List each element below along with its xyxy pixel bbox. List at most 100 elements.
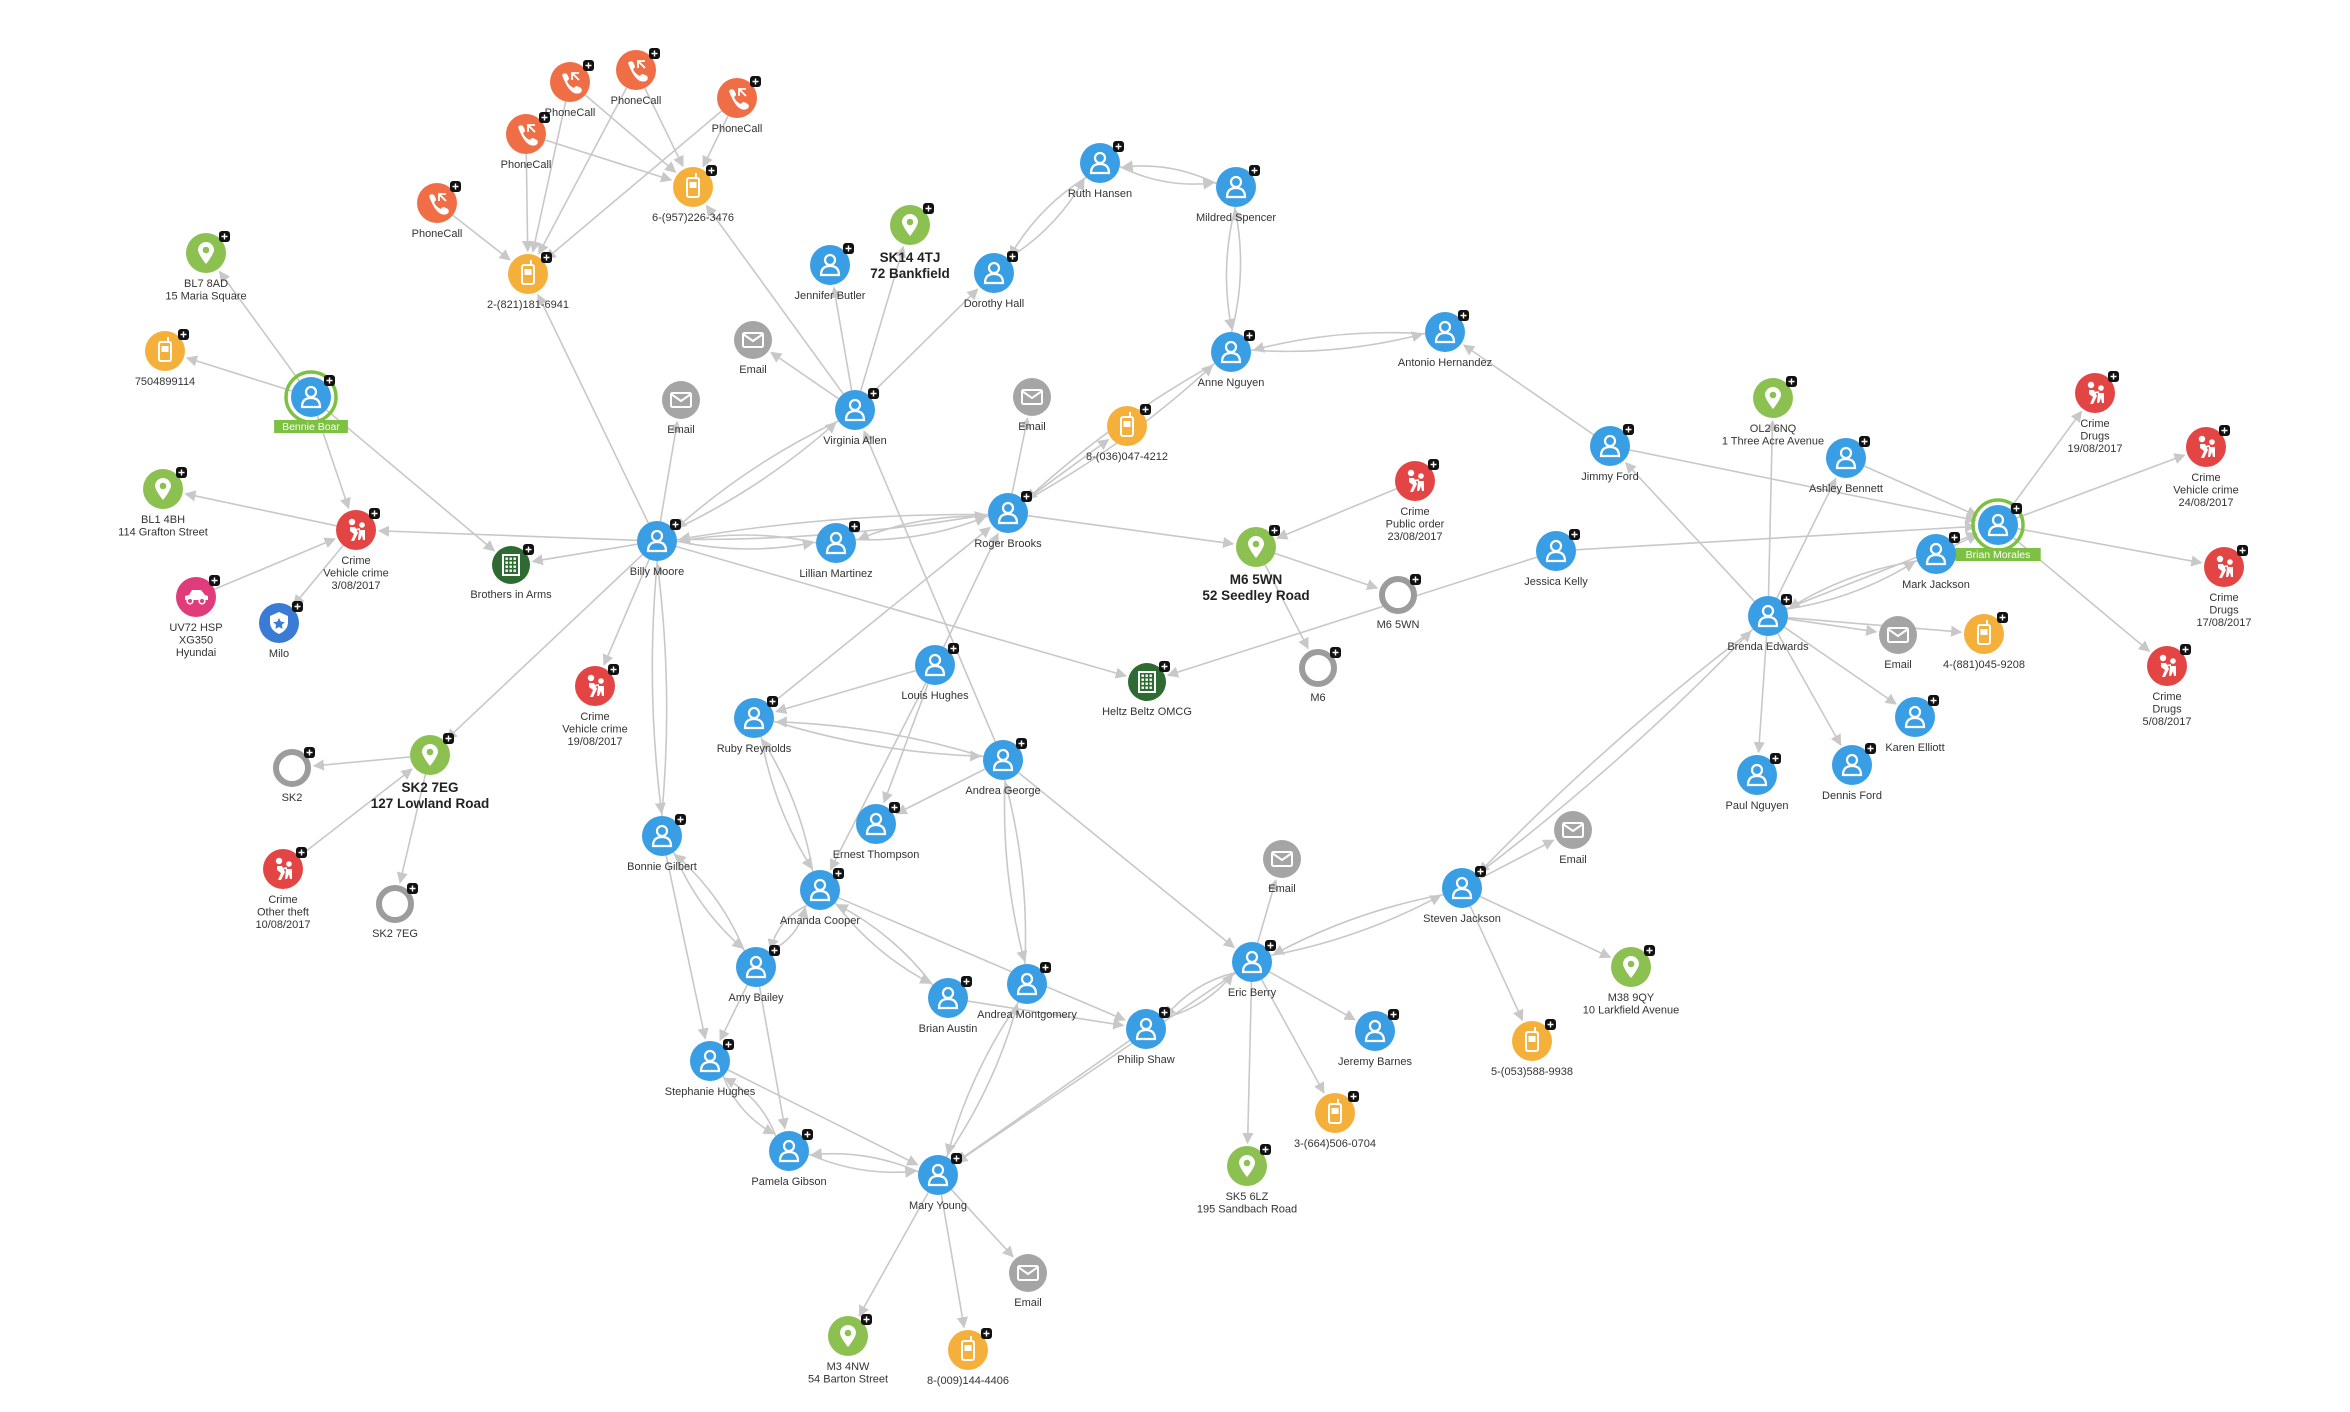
expand-badge-icon[interactable] — [324, 375, 335, 386]
edge-lillian-roger[interactable] — [855, 515, 987, 541]
edge-crime_vc3-bl1[interactable] — [184, 490, 337, 527]
edge-dorothy-ruth[interactable] — [1007, 178, 1085, 260]
expand-badge-icon[interactable] — [1388, 1009, 1399, 1020]
expand-badge-icon[interactable] — [723, 1039, 734, 1050]
node-pamela[interactable]: Pamela Gibson — [751, 1129, 827, 1188]
node-dennis[interactable]: Dennis Ford — [1822, 743, 1882, 802]
expand-badge-icon[interactable] — [1928, 695, 1939, 706]
expand-badge-icon[interactable] — [1569, 529, 1580, 540]
node-eric[interactable]: Eric Berry — [1228, 940, 1277, 999]
edge-m6_loc-m6[interactable] — [1264, 564, 1309, 650]
edge-pamela-stephanie[interactable] — [724, 1077, 777, 1137]
edge-brenda-steven[interactable] — [1478, 628, 1754, 874]
expand-badge-icon[interactable] — [1644, 945, 1655, 956]
expand-badge-icon[interactable] — [450, 181, 461, 192]
expand-badge-icon[interactable] — [948, 643, 959, 654]
edge-billy-phone_821[interactable] — [537, 293, 650, 524]
node-m6[interactable]: M6 — [1299, 647, 1341, 704]
edge-eric-sk5[interactable] — [1242, 981, 1254, 1145]
expand-badge-icon[interactable] — [889, 802, 900, 813]
edge-jessica-brian_m[interactable] — [1575, 521, 1977, 551]
edge-brenda-phone_881[interactable] — [1787, 616, 1963, 637]
edge-brian_m-crime_vc24[interactable] — [2016, 453, 2186, 519]
expand-badge-icon[interactable] — [541, 252, 552, 263]
edge-brian_a-philip[interactable] — [967, 1000, 1125, 1030]
expand-badge-icon[interactable] — [649, 48, 660, 59]
node-email_mary[interactable]: Email — [1009, 1254, 1047, 1309]
node-brian_m[interactable]: Brian Morales — [1955, 498, 2041, 561]
edge-virginia-sk14[interactable] — [859, 245, 906, 392]
edge-mary-andrea_m[interactable] — [945, 1003, 1021, 1158]
edge-mary-pamela[interactable] — [810, 1148, 919, 1173]
edge-mildred-anne[interactable] — [1224, 206, 1237, 331]
edge-brian_m-crime_d17[interactable] — [2017, 527, 2203, 567]
expand-badge-icon[interactable] — [1016, 738, 1027, 749]
expand-badge-icon[interactable] — [523, 544, 534, 555]
expand-badge-icon[interactable] — [219, 231, 230, 242]
node-anne[interactable]: Anne Nguyen — [1198, 330, 1265, 389]
edge-ruby-roger[interactable] — [769, 526, 991, 707]
expand-badge-icon[interactable] — [304, 747, 315, 758]
node-mark[interactable]: Mark Jackson — [1902, 532, 1970, 591]
edge-anne-mildred[interactable] — [1230, 208, 1243, 333]
edge-eric-email_eric[interactable] — [1256, 879, 1279, 944]
edge-ruby-amanda[interactable] — [760, 736, 813, 870]
node-virginia[interactable]: Virginia Allen — [823, 388, 887, 447]
node-jimmy[interactable]: Jimmy Ford — [1581, 424, 1639, 483]
expand-badge-icon[interactable] — [292, 601, 303, 612]
expand-badge-icon[interactable] — [2108, 371, 2119, 382]
expand-badge-icon[interactable] — [1949, 532, 1960, 543]
expand-badge-icon[interactable] — [1113, 141, 1124, 152]
edge-bennie-phone_750[interactable] — [185, 355, 293, 392]
expand-badge-icon[interactable] — [1859, 436, 1870, 447]
edge-philip-eric[interactable] — [1162, 973, 1234, 1020]
node-karen[interactable]: Karen Elliott — [1885, 695, 1945, 754]
node-steven[interactable]: Steven Jackson — [1423, 866, 1501, 925]
edge-mary-m3[interactable] — [858, 1192, 929, 1317]
edge-phonecall2-phone_821[interactable] — [538, 87, 628, 255]
edge-billy-heltz[interactable] — [675, 545, 1127, 679]
expand-badge-icon[interactable] — [1159, 661, 1170, 672]
edge-lillian-billy[interactable] — [678, 533, 817, 545]
edge-amy-stephanie[interactable] — [719, 984, 748, 1042]
edge-brenda-paul[interactable] — [1753, 635, 1768, 754]
edge-billy-sk2_loc[interactable] — [445, 554, 643, 740]
node-email_steven[interactable]: Email — [1554, 811, 1592, 866]
expand-badge-icon[interactable] — [981, 1328, 992, 1339]
node-dorothy[interactable]: Dorothy Hall — [964, 251, 1025, 310]
expand-badge-icon[interactable] — [1159, 1007, 1170, 1018]
expand-badge-icon[interactable] — [1265, 940, 1276, 951]
node-jeremy[interactable]: Jeremy Barnes — [1338, 1009, 1412, 1068]
edge-jimmy-brian_m[interactable] — [1629, 449, 1977, 524]
edge-eric-steven[interactable] — [1270, 894, 1442, 957]
expand-badge-icon[interactable] — [1269, 525, 1280, 536]
expand-badge-icon[interactable] — [1475, 866, 1486, 877]
node-phone_750[interactable]: 7504899114 — [135, 329, 195, 388]
edge-sk2_loc-sk2[interactable] — [312, 756, 411, 771]
edge-anne-antonio[interactable] — [1250, 331, 1424, 353]
edge-crime_vc3-milo[interactable] — [292, 544, 344, 607]
node-phone_821[interactable]: 2-(821)181-6941 — [487, 252, 569, 311]
edge-amanda-ruby[interactable] — [761, 738, 814, 872]
expand-badge-icon[interactable] — [1040, 962, 1051, 973]
expand-badge-icon[interactable] — [1865, 743, 1876, 754]
node-mildred[interactable]: Mildred Spencer — [1196, 165, 1276, 224]
edge-virginia-billy[interactable] — [675, 420, 839, 530]
edge-louis-ernest[interactable] — [882, 683, 929, 804]
edge-steven-eric[interactable] — [1272, 893, 1444, 956]
node-paul[interactable]: Paul Nguyen — [1726, 753, 1789, 812]
edge-steven-email_steven[interactable] — [1479, 839, 1555, 880]
expand-badge-icon[interactable] — [2237, 545, 2248, 556]
edge-andrea_g-eric[interactable] — [1017, 771, 1235, 949]
node-phone_009[interactable]: 8-(009)144-4406 — [927, 1328, 1009, 1387]
node-brothers[interactable]: Brothers in Arms — [470, 544, 552, 601]
edge-virginia-dorothy[interactable] — [868, 288, 979, 397]
expand-badge-icon[interactable] — [443, 733, 454, 744]
edge-phonecall3-phone_821[interactable] — [544, 110, 723, 260]
edge-louis-amanda[interactable] — [829, 682, 927, 871]
